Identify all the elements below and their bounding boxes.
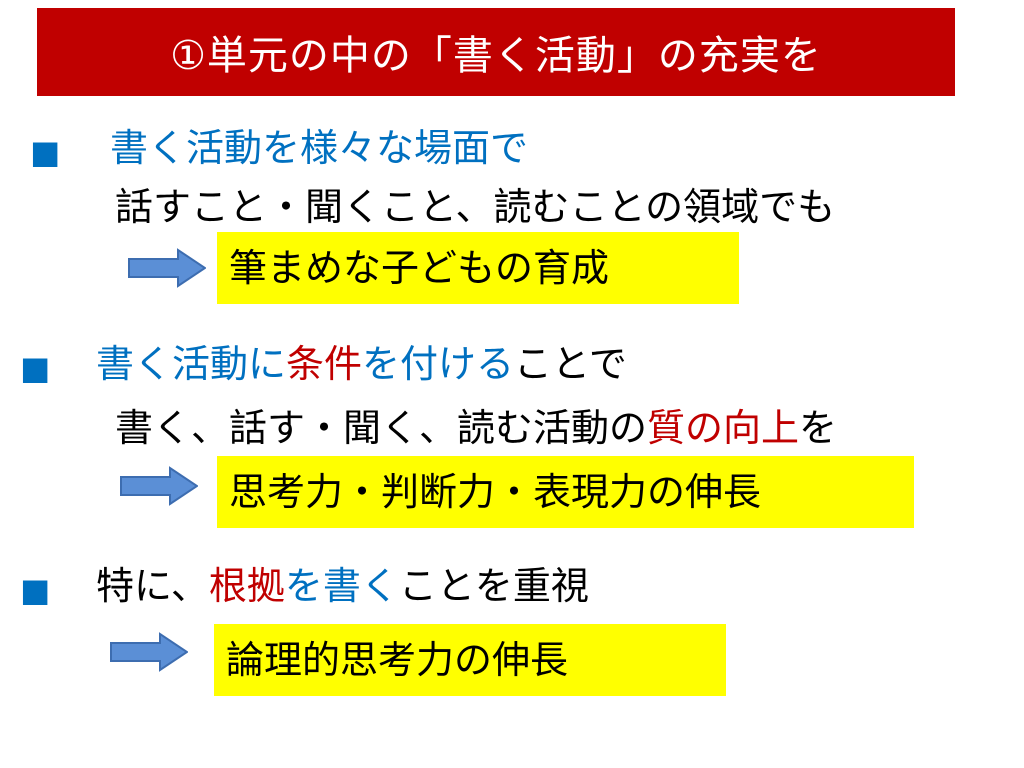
heading-black-text: ことで — [514, 342, 627, 386]
section-2-detail: 書く、話す・聞く、読む活動の質の向上を — [115, 404, 837, 452]
section-1-heading: 書く活動を様々な場面で — [110, 124, 528, 172]
page-title: ①単元の中の「書く活動」の充実を — [170, 33, 822, 79]
section-2-heading: 書く活動に条件を付けることで — [96, 340, 627, 388]
detail-red-text: 質の向上 — [647, 406, 800, 450]
detail-black-text: を — [799, 406, 838, 450]
section-3-result: 論理的思考力の伸長 — [214, 624, 726, 696]
heading-red-text: 根拠 — [208, 564, 285, 608]
title-banner: ①単元の中の「書く活動」の充実を — [37, 8, 955, 96]
bullet-square-icon: ■ — [20, 571, 51, 609]
section-2-result: 思考力・判断力・表現力の伸長 — [217, 456, 914, 528]
heading-blue-text: を書く — [284, 564, 399, 608]
heading-blue-text: 書く活動に — [96, 342, 287, 386]
section-1-result: 筆まめな子どもの育成 — [217, 232, 739, 304]
right-arrow-icon — [128, 248, 206, 288]
heading-red-text: 条件 — [286, 342, 363, 386]
bullet-square-icon: ■ — [30, 133, 61, 171]
section-3-heading: 特に、根拠を書くことを重視 — [96, 562, 589, 610]
right-arrow-icon — [110, 632, 188, 672]
detail-black-text: 書く、話す・聞く、読む活動の — [115, 406, 648, 450]
heading-black-text: ことを重視 — [398, 564, 589, 608]
bullet-square-icon: ■ — [20, 349, 51, 387]
heading-black-text: 特に、 — [96, 564, 209, 608]
right-arrow-icon — [120, 466, 198, 506]
section-1-detail: 話すこと・聞くこと、読むことの領域でも — [115, 185, 836, 229]
heading-blue-text: 書く活動を様々な場面で — [110, 126, 529, 170]
heading-blue-text: を付ける — [362, 342, 515, 386]
